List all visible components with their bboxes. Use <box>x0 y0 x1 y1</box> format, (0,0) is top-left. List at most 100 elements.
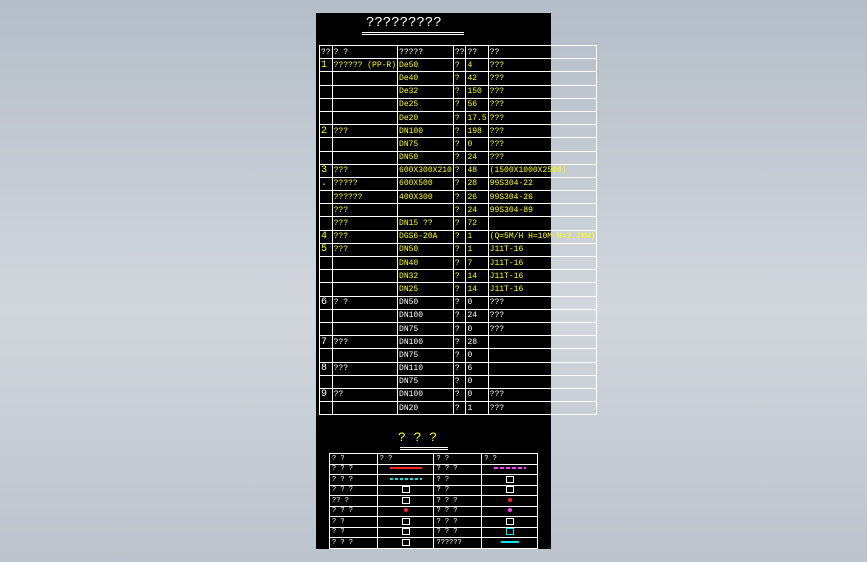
cell-unit: ? <box>452 229 467 244</box>
legend-row: ? ? ??????? <box>329 537 538 549</box>
cell-name <box>331 308 399 323</box>
cell-remark: ??? <box>487 308 598 323</box>
legend-row: ? ? ?? ? ? <box>329 505 538 517</box>
cell-qty: 14 <box>465 282 489 297</box>
cell-name: ??? <box>331 124 399 139</box>
cyan-pipe-symbol <box>505 528 514 536</box>
cell-name: ??? <box>331 335 399 350</box>
legend-item-name: ? ? ? <box>433 516 483 528</box>
cell-unit: ? <box>452 71 467 86</box>
schedule-row: De25?56??? <box>319 97 598 112</box>
legend-item-name: ? ? <box>433 484 483 496</box>
cell-spec <box>397 203 454 218</box>
cell-unit: ? <box>452 84 467 99</box>
materials-schedule-table: ?? ? ? ????? ?? ?? ?? 1?????? (PP-R)De50… <box>319 44 598 416</box>
legend-item-symbol-cell <box>481 526 538 538</box>
cell-no: . <box>319 176 333 192</box>
cell-unit: ? <box>452 308 467 323</box>
schedule-row: De40?42??? <box>319 71 598 86</box>
legend-item-symbol-cell <box>481 537 538 549</box>
cell-remark: J11T-16 <box>487 282 598 297</box>
tank-symbol <box>401 528 410 536</box>
cell-name: ? ? <box>331 295 399 310</box>
cell-remark: ??? <box>487 137 598 152</box>
cell-unit: ? <box>452 190 467 205</box>
meter-box-symbol <box>401 517 410 525</box>
cell-name: ??? <box>331 242 399 258</box>
schedule-row: 7???DN100?28 <box>319 335 598 350</box>
cell-spec: DN75 <box>397 321 454 337</box>
header-remark: ?? <box>487 44 598 60</box>
cell-no: 4 <box>319 229 333 244</box>
cell-no <box>319 374 333 389</box>
cell-remark <box>487 335 598 350</box>
cell-unit: ? <box>452 242 467 258</box>
cell-spec: De20 <box>397 110 454 126</box>
legend-item-name: ? ? ? <box>329 484 378 496</box>
cell-remark: ??? <box>487 401 598 416</box>
cell-unit: ? <box>452 203 467 218</box>
cell-name <box>331 137 399 152</box>
schedule-row: 6? ?DN50?0??? <box>319 295 598 310</box>
schedule-row: ???DN15 ???72 <box>319 216 598 231</box>
cell-unit: ? <box>452 163 467 178</box>
cell-unit: ? <box>452 295 467 310</box>
cell-name <box>331 282 399 297</box>
cell-no <box>319 137 333 152</box>
drawing-title: ????????? <box>366 15 442 31</box>
legend-header-symbol-2: ? ? <box>481 453 538 465</box>
cell-name <box>331 97 399 112</box>
cell-no: 2 <box>319 124 333 139</box>
cell-qty: 1 <box>465 401 489 416</box>
cell-spec: De32 <box>397 84 454 99</box>
title-underline-1 <box>362 32 464 33</box>
legend-item-symbol-cell <box>481 505 538 517</box>
cell-no <box>319 282 333 297</box>
cell-qty: 1 <box>465 229 489 244</box>
cell-spec: De40 <box>397 71 454 86</box>
drawing-sheet: ????????? ?? ? ? ????? ?? ?? ?? 1?????? … <box>316 13 598 549</box>
cell-remark: ??? <box>487 150 598 165</box>
legend-row: ? ? ? ? ? <box>329 516 538 528</box>
cell-name <box>331 374 399 389</box>
cell-remark: (1500X1000X2500) <box>487 163 598 178</box>
legend-header-name-2: ? ? <box>433 453 483 465</box>
cell-qty: 56 <box>465 97 489 112</box>
cell-unit: ? <box>452 124 467 139</box>
cell-remark <box>487 374 598 389</box>
cell-unit: ? <box>452 387 467 403</box>
cell-qty: 28 <box>465 176 489 192</box>
legend-item-symbol-cell <box>376 495 435 507</box>
cell-name <box>331 348 399 363</box>
legend-item-name: ? ? <box>329 516 378 528</box>
legend-item-name: ? ? ? <box>433 495 483 507</box>
legend-item-name: ? ? ? <box>433 505 483 517</box>
cell-remark: ??? <box>487 387 598 403</box>
cell-name <box>331 150 399 165</box>
legend-header-name-1: ? ? <box>329 453 378 465</box>
cell-qty: 72 <box>465 216 489 231</box>
cell-spec: De50 <box>397 58 454 73</box>
cell-name: ??? <box>331 229 399 244</box>
cell-no: 9 <box>319 387 333 403</box>
cyan-short-line <box>500 540 519 543</box>
cell-qty: 0 <box>465 295 489 310</box>
magenta-dashed-line <box>493 467 526 470</box>
legend-item-symbol-cell <box>376 484 435 496</box>
cell-unit: ? <box>452 216 467 231</box>
schedule-row: DN20?1??? <box>319 401 598 416</box>
cell-unit: ? <box>452 335 467 350</box>
legend-item-name: ? ? ? <box>433 463 483 475</box>
cell-remark: 99S304-26 <box>487 190 598 205</box>
cell-unit: ? <box>452 321 467 337</box>
cell-name: ??? <box>331 163 399 178</box>
cell-unit: ? <box>452 150 467 165</box>
legend-header-row: ? ? ? ? ? ? ? ? <box>329 453 538 465</box>
cell-name <box>331 401 399 416</box>
cell-qty: 0 <box>465 374 489 389</box>
